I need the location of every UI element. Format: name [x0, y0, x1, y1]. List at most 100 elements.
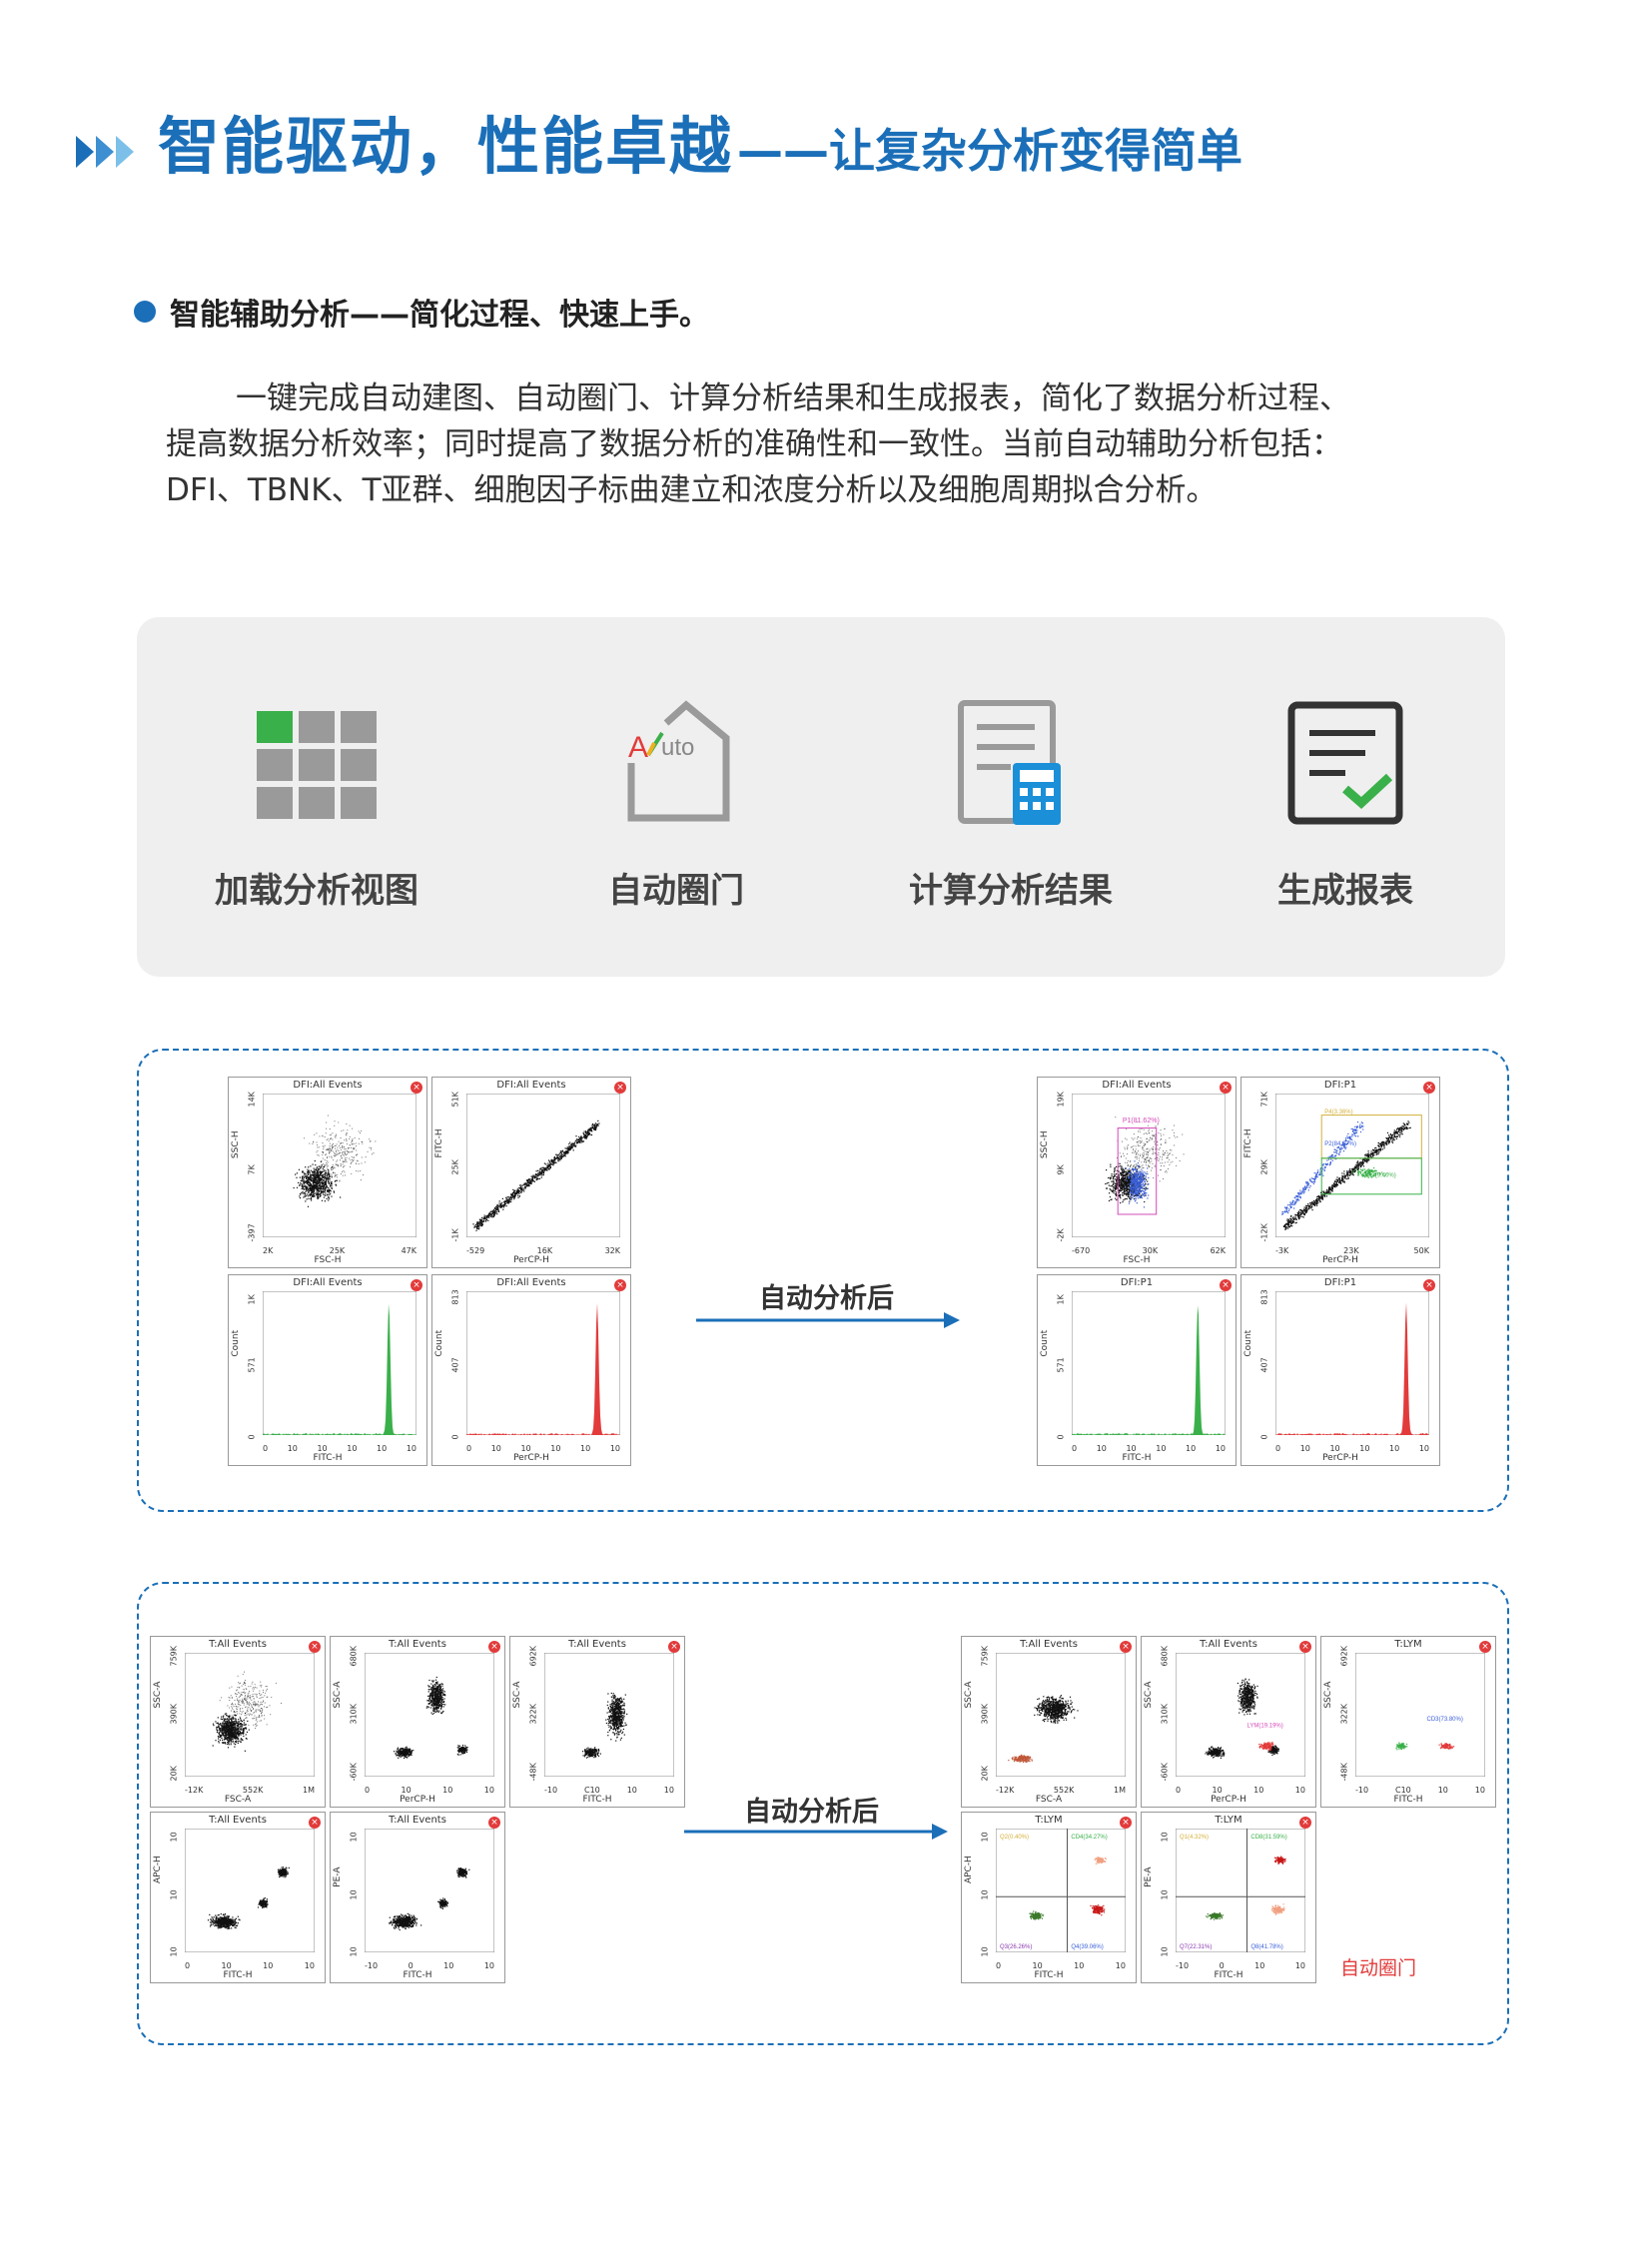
tick-label: 10	[406, 1444, 416, 1453]
tick-label: 322K	[1339, 1703, 1349, 1724]
step-label: 加载分析视图	[215, 871, 418, 911]
plot-title: DFI:All Events	[293, 1277, 363, 1288]
tick-label: 0	[1219, 1961, 1225, 1970]
auto-gate-caption: 自动圈门	[1340, 1957, 1417, 1979]
svg-text:A: A	[628, 731, 648, 764]
close-icon[interactable]: ×	[488, 1817, 500, 1829]
plot-title: T:LYM	[1035, 1815, 1063, 1826]
svg-text:uto: uto	[661, 734, 694, 761]
tick-label: 16K	[536, 1246, 553, 1255]
tick-label: 10	[483, 1786, 494, 1795]
tick-label: 71K	[1259, 1092, 1269, 1108]
x-axis-label: FITC-H	[403, 1970, 432, 1980]
close-icon[interactable]: ×	[1120, 1641, 1132, 1653]
plot-area	[996, 1653, 1126, 1777]
plot-title: DFI:P1	[1323, 1080, 1357, 1091]
plot-title: DFI:P1	[1323, 1277, 1357, 1288]
x-axis-label: FSC-A	[224, 1795, 252, 1805]
close-icon[interactable]: ×	[411, 1082, 422, 1094]
tick-label: 10	[377, 1444, 388, 1453]
description-paragraph: 一键完成自动建图、自动圈门、计算分析结果和生成报表，简化了数据分析过程、 提高数…	[166, 375, 1504, 513]
tick-label: 10	[304, 1961, 315, 1970]
x-axis-label: PerCP-H	[513, 1255, 549, 1265]
y-axis-label: PE-A	[1144, 1867, 1154, 1887]
page-subtitle: ——让复杂分析变得简单	[737, 124, 1243, 178]
step-calc-results: 计算分析结果	[861, 617, 1161, 977]
tick-label: 692K	[528, 1645, 538, 1667]
tick-label: 0	[1259, 1434, 1269, 1440]
close-icon[interactable]: ×	[668, 1641, 680, 1653]
tick-label: C10	[1395, 1786, 1411, 1795]
para-line-3: DFI、TBNK、T亚群、细胞因子标曲建立和浓度分析以及细胞周期拟合分析。	[166, 472, 1218, 508]
close-icon[interactable]: ×	[1220, 1279, 1232, 1291]
tick-label: 10	[169, 1946, 179, 1957]
close-icon[interactable]: ×	[488, 1641, 500, 1653]
x-axis-label: FITC-H	[1393, 1795, 1423, 1805]
close-icon[interactable]: ×	[1299, 1817, 1311, 1829]
close-icon[interactable]: ×	[1423, 1082, 1435, 1094]
tick-label: 10	[1359, 1444, 1370, 1453]
close-icon[interactable]: ×	[1120, 1817, 1132, 1829]
section-heading-text: 智能辅助分析——简化过程、快速上手。	[170, 298, 709, 333]
tick-label: 390K	[169, 1703, 179, 1724]
close-icon[interactable]: ×	[1423, 1279, 1435, 1291]
right-arrow-icon	[696, 1312, 960, 1328]
close-icon[interactable]: ×	[1479, 1641, 1491, 1653]
tick-label: 10	[1115, 1961, 1126, 1970]
tick-label: 10	[1212, 1786, 1223, 1795]
tick-label: 10	[169, 1832, 179, 1843]
y-axis-label: SSC-A	[333, 1681, 343, 1709]
close-icon[interactable]: ×	[309, 1641, 321, 1653]
tick-label: 0	[450, 1434, 460, 1440]
close-icon[interactable]: ×	[614, 1082, 626, 1094]
close-icon[interactable]: ×	[1220, 1082, 1232, 1094]
tick-label: 10	[550, 1444, 561, 1453]
tick-label: 813	[1259, 1289, 1269, 1305]
plot-title: T:All Events	[209, 1639, 267, 1650]
tick-label: 10	[169, 1888, 179, 1899]
close-icon[interactable]: ×	[614, 1279, 626, 1291]
close-icon[interactable]: ×	[309, 1817, 321, 1829]
tick-label: -48K	[528, 1763, 538, 1782]
tick-label: 1K	[247, 1294, 257, 1305]
step-generate-report: 生成报表	[1196, 617, 1495, 977]
tick-label: -3K	[1275, 1246, 1289, 1255]
tick-label: 322K	[528, 1703, 538, 1724]
tick-label: 407	[450, 1356, 460, 1372]
tick-label: 20K	[980, 1766, 990, 1782]
plot-area	[1275, 1291, 1429, 1435]
tick-label: 10	[1096, 1444, 1107, 1453]
x-axis-label: FITC-H	[582, 1795, 612, 1805]
tbnk-arrow-label: 自动分析后	[744, 1797, 879, 1828]
auto-gate-icon: A uto	[627, 700, 730, 822]
plot-title: T:All Events	[1200, 1639, 1257, 1650]
tick-label: 10	[520, 1444, 531, 1453]
tick-label: 10	[1329, 1444, 1340, 1453]
tick-label: 19K	[1056, 1092, 1066, 1108]
tick-label: 680K	[1160, 1645, 1170, 1667]
tick-label: -60K	[1160, 1763, 1170, 1782]
plot-title: DFI:All Events	[293, 1080, 363, 1091]
close-icon[interactable]: ×	[1299, 1641, 1311, 1653]
tick-label: 1M	[1113, 1786, 1126, 1795]
tick-label: 10	[443, 1961, 454, 1970]
plot-area: P4(3.36%)P2(84.67%)P3(9.40%)	[1275, 1094, 1429, 1237]
close-icon[interactable]: ×	[411, 1279, 422, 1291]
tick-label: 10	[317, 1444, 328, 1453]
tick-label: 10	[626, 1786, 637, 1795]
plot-title: T:All Events	[209, 1815, 267, 1826]
tick-label: 10	[1437, 1786, 1448, 1795]
